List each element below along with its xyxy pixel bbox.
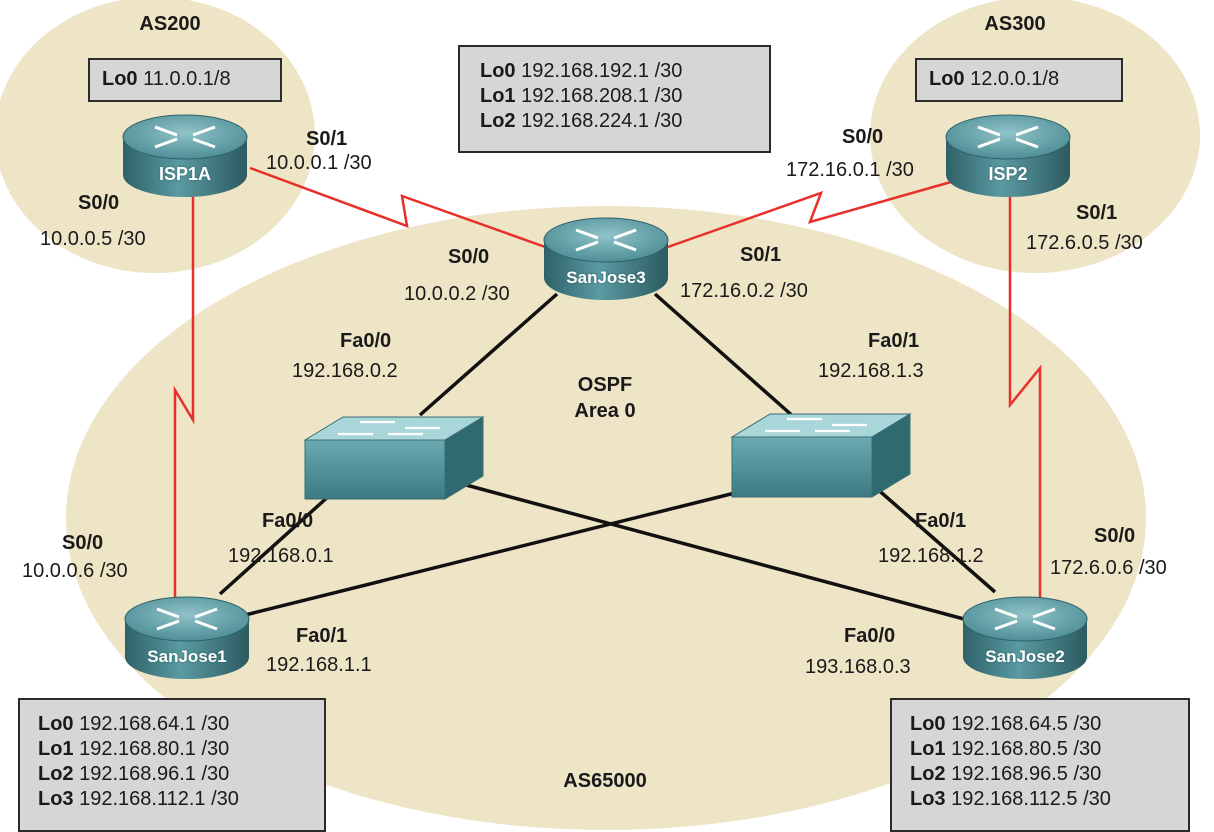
link-switch2-sj1 bbox=[244, 486, 756, 617]
interface-ip: 192.168.1.3 bbox=[818, 360, 924, 382]
interface-name: Fa0/0 bbox=[262, 510, 314, 532]
switch-icon bbox=[730, 413, 912, 498]
interface-name: S0/0 bbox=[62, 532, 104, 554]
router-icon bbox=[945, 114, 1071, 197]
interface-ip: 10.0.0.1 /30 bbox=[266, 152, 372, 174]
area0-label: Area 0 bbox=[574, 400, 636, 422]
interface-name: Fa0/1 bbox=[915, 510, 967, 532]
loopback-name: Lo1 bbox=[480, 85, 516, 107]
router-icon bbox=[122, 114, 248, 197]
interface-ip: 192.168.1.2 bbox=[878, 545, 984, 567]
loopback-box-sanjose1: Lo0 192.168.64.1 /30 Lo1 192.168.80.1 /3… bbox=[18, 698, 326, 832]
loopback-name: Lo2 bbox=[910, 763, 946, 785]
loopback-box-sanjose2: Lo0 192.168.64.5 /30 Lo1 192.168.80.5 /3… bbox=[890, 698, 1190, 832]
loopback-address: 192.168.80.5 /30 bbox=[951, 738, 1102, 760]
loopback-address: 192.168.192.1 /30 bbox=[521, 60, 683, 82]
interface-ip: 172.16.0.1 /30 bbox=[786, 159, 914, 181]
interface-name: S0/0 bbox=[842, 126, 884, 148]
loopback-box-isp1a: Lo0 11.0.0.1/8 bbox=[88, 58, 282, 102]
interface-ip: 172.6.0.5 /30 bbox=[1026, 232, 1143, 254]
interface-name: S0/0 bbox=[1094, 525, 1136, 547]
interface-name: S0/0 bbox=[78, 192, 120, 214]
interface-ip: 10.0.0.6 /30 bbox=[22, 560, 128, 582]
switch-icon bbox=[303, 416, 485, 500]
router-name-isp1a: ISP1A bbox=[158, 164, 212, 184]
router-name-sanjose1: SanJose1 bbox=[147, 647, 227, 666]
link-switch1-sj2 bbox=[454, 480, 976, 624]
loopback-address: 192.168.96.1 /30 bbox=[79, 763, 230, 785]
as65000-label: AS65000 bbox=[563, 770, 647, 792]
loopback-name: Lo1 bbox=[910, 738, 946, 760]
interface-ip: 192.168.1.1 bbox=[266, 654, 372, 676]
loopback-name: Lo0 bbox=[910, 713, 946, 735]
interface-ip: 10.0.0.5 /30 bbox=[40, 228, 146, 250]
loopback-address: 192.168.112.1 /30 bbox=[79, 788, 239, 810]
loopback-name: Lo2 bbox=[38, 763, 74, 785]
interface-name: S0/1 bbox=[740, 244, 782, 266]
loopback-name: Lo3 bbox=[38, 788, 74, 810]
ethernet-links bbox=[218, 292, 997, 624]
interface-ip: 192.168.0.2 bbox=[292, 360, 398, 382]
as200-label: AS200 bbox=[139, 13, 201, 35]
interface-ip: 172.6.0.6 /30 bbox=[1050, 557, 1167, 579]
serial-sj3-isp2 bbox=[664, 176, 966, 250]
router-icon bbox=[543, 217, 669, 300]
loopback-name: Lo2 bbox=[480, 110, 516, 132]
interface-name: Fa0/0 bbox=[844, 625, 896, 647]
loopback-address: 192.168.64.1 /30 bbox=[79, 713, 230, 735]
as300-label: AS300 bbox=[984, 13, 1046, 35]
loopback-address: 192.168.64.5 /30 bbox=[951, 713, 1102, 735]
interface-ip: 10.0.0.2 /30 bbox=[404, 283, 510, 305]
serial-isp1a-sj1 bbox=[173, 190, 195, 600]
interface-name: Fa0/1 bbox=[296, 625, 348, 647]
link-sj3-switch1 bbox=[418, 292, 559, 417]
link-sj3-switch2 bbox=[653, 292, 797, 420]
loopback-name: Lo0 bbox=[102, 68, 138, 90]
interface-name: Fa0/0 bbox=[340, 330, 392, 352]
loopback-box-sanjose3: Lo0 192.168.192.1 /30 Lo1 192.168.208.1 … bbox=[458, 45, 771, 153]
serial-links bbox=[173, 166, 1042, 600]
loopback-address: 12.0.0.1/8 bbox=[970, 68, 1060, 90]
ospf-label: OSPF bbox=[577, 374, 633, 396]
loopback-name: Lo0 bbox=[480, 60, 516, 82]
loopback-name: Lo1 bbox=[38, 738, 74, 760]
router-icon bbox=[124, 596, 250, 679]
router-name-sanjose3: SanJose3 bbox=[566, 268, 646, 287]
router-icon bbox=[962, 596, 1088, 679]
interface-name: S0/1 bbox=[306, 128, 348, 150]
loopback-address: 192.168.96.5 /30 bbox=[951, 763, 1102, 785]
router-name-sanjose2: SanJose2 bbox=[985, 647, 1065, 666]
interface-ip: 193.168.0.3 bbox=[805, 656, 911, 678]
loopback-address: 11.0.0.1/8 bbox=[143, 68, 231, 90]
serial-isp2-sj2 bbox=[1008, 188, 1042, 600]
interface-ip: 192.168.0.1 bbox=[228, 545, 334, 567]
interface-ip: 172.16.0.2 /30 bbox=[680, 280, 808, 302]
loopback-name: Lo3 bbox=[910, 788, 946, 810]
loopback-address: 192.168.224.1 /30 bbox=[521, 110, 683, 132]
loopback-box-isp2: Lo0 12.0.0.1/8 bbox=[915, 58, 1123, 102]
link-switch1-sj1 bbox=[218, 493, 332, 596]
serial-isp1a-sj3 bbox=[249, 166, 549, 250]
as65000-area bbox=[66, 206, 1146, 830]
loopback-address: 192.168.208.1 /30 bbox=[521, 85, 683, 107]
loopback-name: Lo0 bbox=[929, 68, 965, 90]
interface-name: Fa0/1 bbox=[868, 330, 920, 352]
router-name-isp2: ISP2 bbox=[988, 164, 1028, 184]
loopback-name: Lo0 bbox=[38, 713, 74, 735]
interface-name: S0/1 bbox=[1076, 202, 1118, 224]
interface-name: S0/0 bbox=[448, 246, 490, 268]
link-switch2-sj2 bbox=[873, 485, 997, 594]
loopback-address: 192.168.80.1 /30 bbox=[79, 738, 230, 760]
loopback-address: 192.168.112.5 /30 bbox=[951, 788, 1111, 810]
